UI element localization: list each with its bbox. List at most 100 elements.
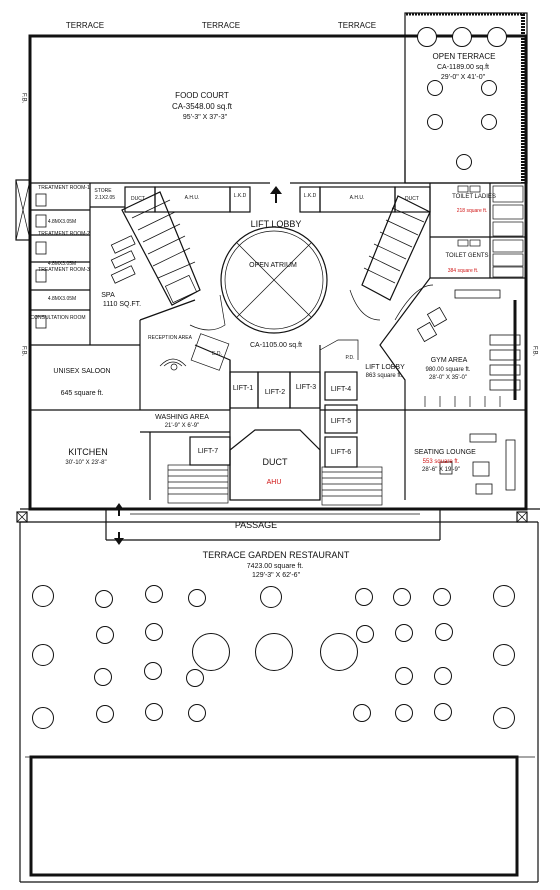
restaurant-booth bbox=[260, 586, 282, 608]
lift-lobby-right-name: LIFT LOBBY bbox=[365, 364, 405, 371]
restaurant-table bbox=[145, 703, 163, 721]
lift-2-label: LIFT-2 bbox=[264, 389, 286, 396]
restaurant-table bbox=[144, 662, 162, 680]
terrace-booth bbox=[452, 27, 472, 47]
consultation-room-label: CONSULTATION ROOM bbox=[30, 315, 86, 321]
store-dims: 2.1X2.05 bbox=[94, 195, 116, 201]
kitchen-dims: 30'-10" X 23'-8" bbox=[65, 460, 107, 466]
terrace-label-2: TERRACE bbox=[201, 21, 241, 30]
lounge-furniture bbox=[439, 433, 516, 495]
passage-label: PASSAGE bbox=[234, 520, 278, 530]
toilet-block bbox=[429, 183, 526, 279]
terrace-label-1: TERRACE bbox=[65, 21, 105, 30]
terrace-table bbox=[481, 114, 497, 130]
restaurant-table bbox=[96, 626, 114, 644]
terrace-table bbox=[427, 80, 443, 96]
treatment-room-1-label: TREATMENT ROOM-1 bbox=[38, 185, 90, 191]
restaurant-table bbox=[434, 667, 452, 685]
lift-lobby-top-label: LIFT LOBBY bbox=[250, 219, 302, 229]
stair-right bbox=[349, 195, 431, 321]
treatment-room-1-size: 4.8MX3.05M bbox=[47, 219, 77, 225]
ed-label: E.D. bbox=[212, 351, 222, 357]
store-label: STORE bbox=[94, 188, 112, 194]
terrace-booth bbox=[487, 27, 507, 47]
lift-core bbox=[189, 333, 359, 501]
stair-left bbox=[121, 191, 226, 331]
lkd-label-left: L.K.D bbox=[233, 193, 247, 199]
fb-label-2: F.B. bbox=[20, 345, 27, 357]
reception-label: RECEPTION AREA bbox=[148, 335, 192, 341]
restaurant-dims: 129'-3" X 62'-6" bbox=[251, 572, 301, 579]
fb-label-3: F.B. bbox=[531, 345, 538, 357]
restaurant-area: 7423.00 square ft. bbox=[246, 563, 304, 570]
duct-center-label: DUCT bbox=[262, 457, 288, 467]
washing-area-dims: 21'-9" X 6'-9" bbox=[164, 423, 200, 429]
atrium-area-label: CA-1105.00 sq.ft bbox=[249, 342, 303, 349]
restaurant-table bbox=[145, 585, 163, 603]
terrace-table bbox=[427, 114, 443, 130]
passage-arrows-icon bbox=[114, 503, 124, 545]
restaurant-table bbox=[95, 590, 113, 608]
toilet-ladies-name: TOILET LADIES bbox=[452, 194, 496, 200]
treatment-room-2-label: TREATMENT ROOM-2 bbox=[38, 231, 90, 237]
restaurant-booth bbox=[493, 644, 515, 666]
restaurant-table bbox=[188, 589, 206, 607]
restaurant-table bbox=[94, 668, 112, 686]
seating-lounge-area: 553 square ft. bbox=[422, 459, 460, 465]
terrace-booth bbox=[417, 27, 437, 47]
terrace-label-3: TERRACE bbox=[337, 21, 377, 30]
restaurant-name: TERRACE GARDEN RESTAURANT bbox=[202, 550, 350, 560]
terrace-table bbox=[456, 154, 472, 170]
kitchen-area bbox=[149, 432, 383, 506]
gym-walls bbox=[379, 277, 526, 500]
gym-name: GYM AREA bbox=[430, 357, 468, 364]
spa-name: SPA bbox=[101, 292, 115, 299]
lift-4-label: LIFT-4 bbox=[330, 386, 352, 393]
entry-arrow-up-icon bbox=[270, 186, 282, 203]
restaurant-round-table bbox=[320, 633, 358, 671]
toilet-gents-area: 384 square ft. bbox=[447, 268, 479, 274]
unisex-saloon-area: 645 square ft. bbox=[60, 390, 104, 397]
duct-label-right: DUCT bbox=[405, 196, 419, 202]
ahu-label-right: A.H.U. bbox=[349, 195, 365, 201]
building-outline bbox=[28, 34, 528, 511]
fb-label-1: F.B. bbox=[20, 92, 27, 104]
spa-area: 1110 SQ.FT. bbox=[102, 301, 142, 308]
restaurant-booth bbox=[32, 585, 54, 607]
passage bbox=[20, 508, 540, 541]
lift-5-label: LIFT-5 bbox=[330, 418, 352, 425]
open-terrace-area: CA-1189.00 sq.ft bbox=[436, 64, 490, 71]
seating-lounge-dims: 28'-6" X 19'-9" bbox=[422, 467, 460, 473]
open-atrium-symbol bbox=[220, 226, 328, 334]
restaurant-booth bbox=[493, 585, 515, 607]
toilet-gents-name: TOILET GENTS bbox=[445, 253, 489, 259]
seating-lounge-name: SEATING LOUNGE bbox=[414, 449, 476, 456]
food-court-area: CA-3548.00 sq.ft bbox=[171, 102, 233, 111]
restaurant-booth bbox=[32, 707, 54, 729]
open-terrace-name: OPEN TERRACE bbox=[432, 52, 496, 61]
duct-label-left: DUCT bbox=[131, 196, 145, 202]
ahu-center-label: AHU bbox=[266, 479, 282, 486]
restaurant-table bbox=[395, 624, 413, 642]
washing-area-name: WASHING AREA bbox=[155, 414, 209, 421]
lift-7-label: LIFT-7 bbox=[197, 448, 219, 455]
lift-6-label: LIFT-6 bbox=[330, 449, 352, 456]
lift-1-label: LIFT-1 bbox=[232, 385, 254, 392]
lift-3-label: LIFT-3 bbox=[295, 384, 317, 391]
restaurant-table bbox=[393, 588, 411, 606]
restaurant-table bbox=[145, 623, 163, 641]
restaurant-booth bbox=[32, 644, 54, 666]
food-court-dims: 95'-3" X 37'-3" bbox=[182, 114, 228, 121]
restaurant-table bbox=[435, 623, 453, 641]
restaurant-outline bbox=[19, 521, 539, 883]
gym-dims: 28'-0" X 35'-0" bbox=[429, 375, 467, 381]
restaurant-table bbox=[356, 625, 374, 643]
open-terrace-dims: 29'-0" X 41'-0" bbox=[440, 74, 486, 81]
open-atrium-label: OPEN ATRIUM bbox=[249, 262, 297, 269]
treatment-room-3-size: 4.8MX3.05M bbox=[47, 296, 77, 302]
pd-label: P.D. bbox=[345, 355, 355, 361]
restaurant-table bbox=[188, 704, 206, 722]
restaurant-table bbox=[355, 588, 373, 606]
restaurant-table bbox=[395, 704, 413, 722]
restaurant-round-table bbox=[255, 633, 293, 671]
